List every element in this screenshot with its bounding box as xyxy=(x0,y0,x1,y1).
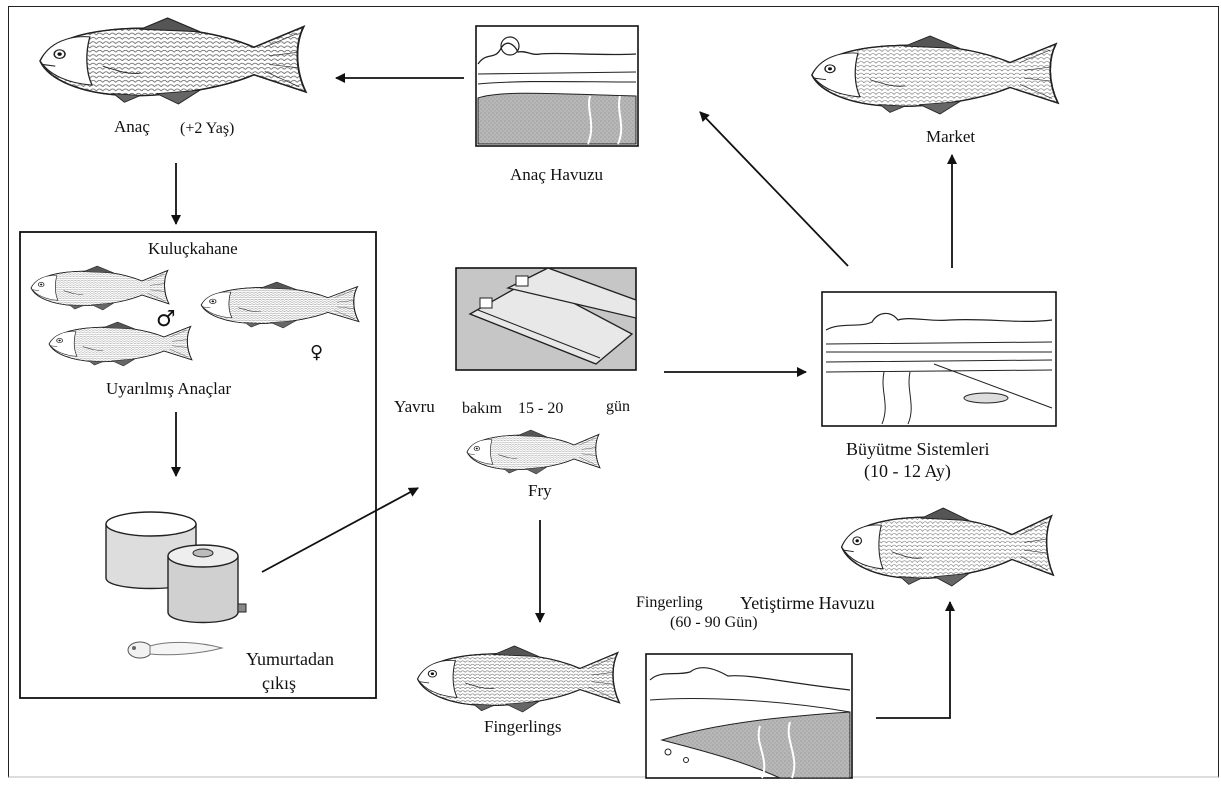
broodstock-pond-icon xyxy=(476,26,638,146)
male-fish-icon xyxy=(31,266,169,310)
arrow-nursery-to-fish xyxy=(876,602,950,718)
label-broodstock-age: (+2 Yaş) xyxy=(180,120,234,138)
label-hatching-line1: Yumurtadan xyxy=(246,650,334,670)
fingerling-fish-icon xyxy=(418,646,620,712)
label-induced-broodstock: Uyarılmış Anaçlar xyxy=(106,380,231,399)
female-fish-icon xyxy=(201,282,358,328)
label-broodstock: Anaç xyxy=(114,118,150,137)
fry-raceway-icon xyxy=(456,268,636,370)
label-fry-nursing-a: Yavru xyxy=(394,398,435,417)
label-fingerling-pond-a: Fingerling xyxy=(636,594,703,612)
label-fry-nursing-unit: gün xyxy=(606,398,630,416)
label-fingerling-pond-b: Yetiştirme Havuzu xyxy=(740,594,875,614)
market-fish-icon xyxy=(812,36,1058,114)
label-fry-nursing-days: 15 - 20 xyxy=(518,400,563,418)
label-market: Market xyxy=(926,128,975,147)
grow-out-pond-icon xyxy=(822,292,1056,426)
label-grow-out-months: (10 - 12 Ay) xyxy=(864,462,951,482)
male-symbol: ♂ xyxy=(156,307,176,332)
label-fry: Fry xyxy=(528,482,552,501)
label-fry-nursing-b: bakım xyxy=(462,400,502,418)
incubator-tank-icon xyxy=(106,512,246,623)
arrow-hatching-to-fry xyxy=(262,488,418,572)
fry-fish-icon xyxy=(467,430,600,474)
label-fingerlings: Fingerlings xyxy=(484,718,561,737)
grown-fish-icon xyxy=(842,508,1054,586)
label-grow-out: Büyütme Sistemleri xyxy=(846,440,990,460)
nursery-pond-icon xyxy=(646,654,852,778)
larva-icon xyxy=(128,642,222,658)
female-symbol: ♀ xyxy=(310,342,323,363)
broodstock-fish-icon xyxy=(40,18,306,104)
label-hatching-line2: çıkış xyxy=(262,674,296,694)
label-hatchery: Kuluçkahane xyxy=(148,240,238,259)
label-broodstock-pond: Anaç Havuzu xyxy=(510,166,603,185)
arrow-growout-to-broodpond xyxy=(700,112,848,266)
label-fingerling-pond-days: (60 - 90 Gün) xyxy=(670,614,758,632)
